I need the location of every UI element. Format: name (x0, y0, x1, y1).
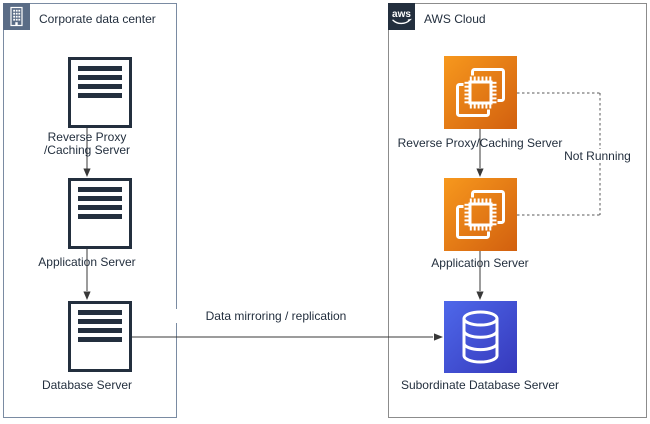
corp-app-server-label: Application Server (38, 255, 136, 269)
ec2-instance-icon (444, 56, 517, 129)
aws-cloud-zone: aws AWS Cloud (388, 3, 647, 418)
ec2-instance-icon (444, 178, 517, 251)
aws-zone-title: AWS Cloud (424, 12, 486, 26)
server-icon (68, 57, 132, 128)
database-icon (444, 301, 517, 373)
aws-reverse-proxy-label: Reverse Proxy/Caching Server (397, 136, 563, 150)
not-running-label: Not Running (551, 149, 644, 163)
corp-db-server-label: Database Server (41, 378, 133, 392)
building-icon (3, 3, 30, 30)
aws-db-server-label: Subordinate Database Server (400, 378, 560, 392)
aws-logo-text: aws (392, 9, 411, 20)
server-icon (68, 178, 132, 249)
aws-logo-icon: aws (388, 3, 415, 30)
aws-app-server-label: Application Server (431, 256, 529, 270)
server-icon (68, 301, 132, 372)
corporate-zone-title: Corporate data center (39, 12, 156, 26)
data-mirroring-label: Data mirroring / replication (176, 309, 376, 323)
corp-reverse-proxy-label: Reverse Proxy /Caching Server (43, 130, 131, 157)
corporate-data-center-zone: Corporate data center (3, 3, 177, 418)
